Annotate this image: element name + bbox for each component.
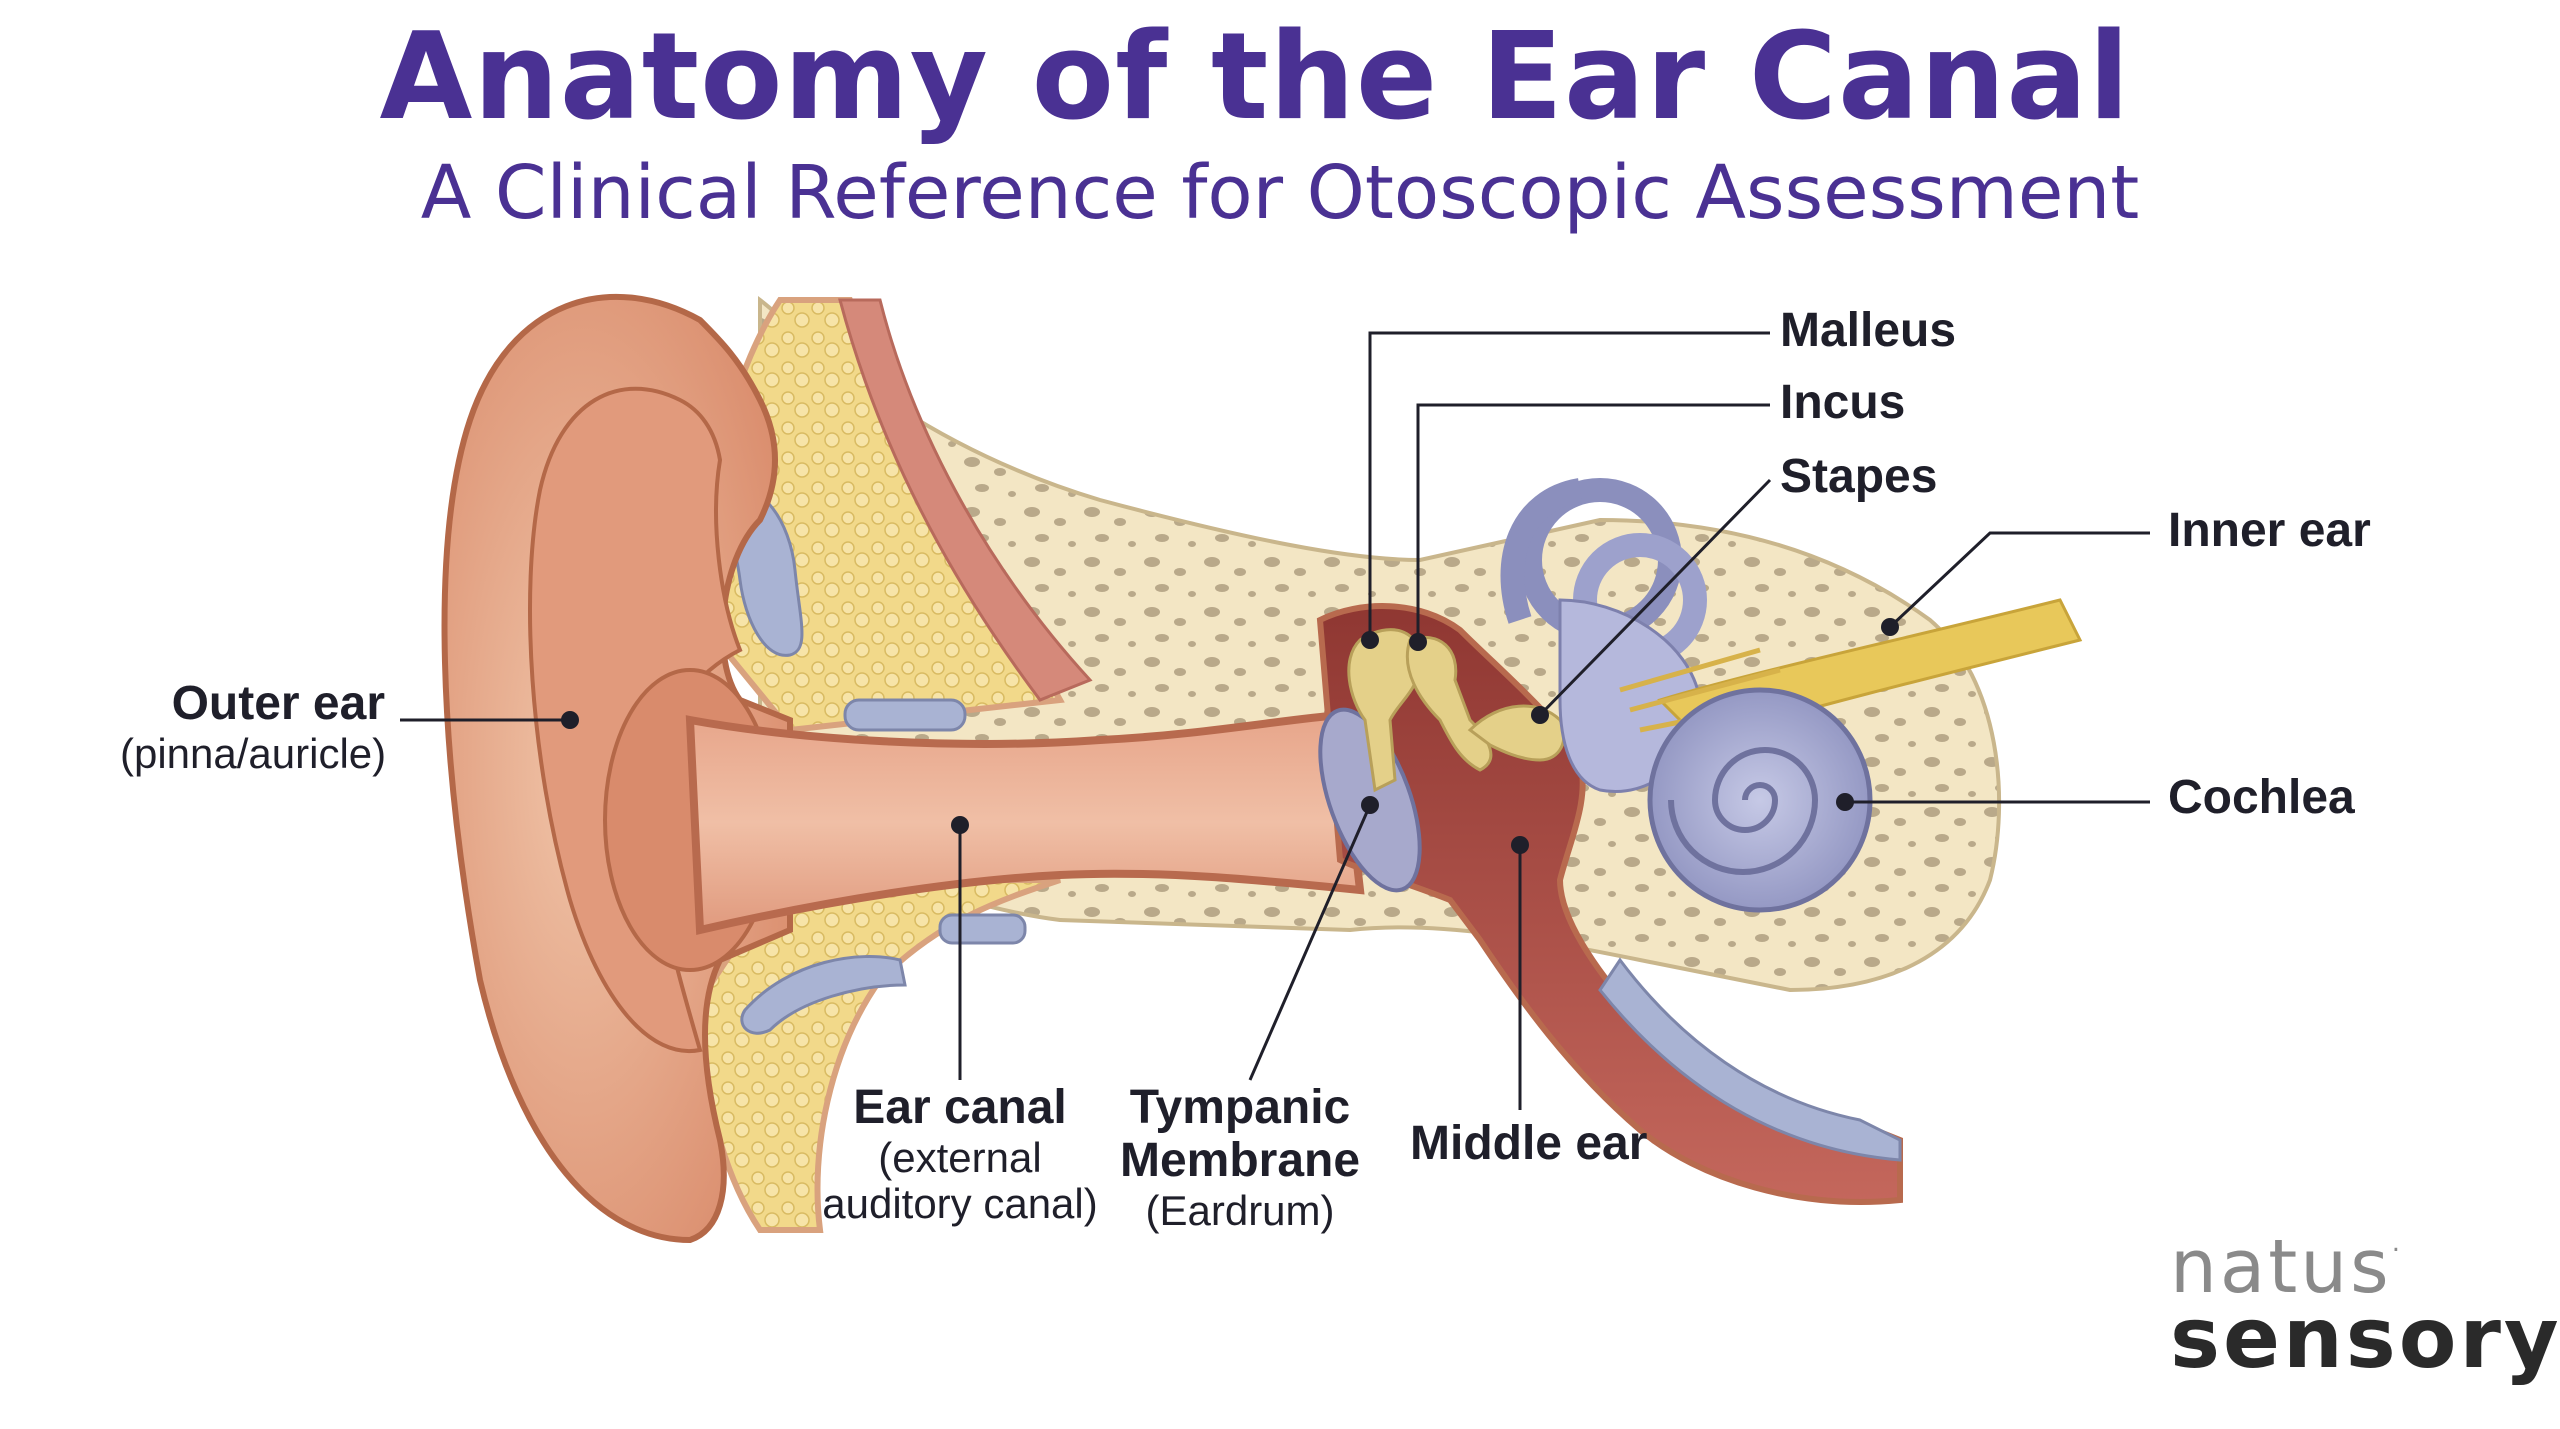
- label-stapes: Stapes: [1780, 450, 1938, 504]
- page-subtitle: A Clinical Reference for Otoscopic Asses…: [420, 150, 2140, 236]
- label-tympanic-name-2: Membrane: [1119, 1133, 1361, 1187]
- label-ear-canal-detail-1: (external: [878, 1133, 1042, 1181]
- label-cochlea: Cochlea: [2168, 771, 2355, 825]
- label-tympanic-detail: (Eardrum): [1145, 1186, 1335, 1234]
- logo-word-natus: natus: [2170, 1224, 2392, 1310]
- malleus-bone: [1347, 628, 1422, 793]
- leader-dots: [561, 618, 1899, 854]
- logo-line-1: natus.: [2170, 1230, 2560, 1304]
- label-malleus-name: Malleus: [1780, 304, 1957, 357]
- muscle-band: [838, 298, 1093, 702]
- label-ear-canal-detail-2: auditory canal): [822, 1179, 1098, 1227]
- label-stapes-name: Stapes: [1780, 450, 1938, 503]
- label-middle-ear: Middle ear: [1410, 1117, 1648, 1171]
- label-incus: Incus: [1780, 376, 1906, 430]
- cartilage-3: [740, 955, 907, 1035]
- label-inner-ear: Inner ear: [2168, 504, 2371, 558]
- logo-mark: .: [2391, 1228, 2403, 1258]
- label-middle-ear-name: Middle ear: [1410, 1117, 1648, 1170]
- label-outer-ear-detail: (pinna/auricle): [120, 729, 387, 777]
- label-tympanic-membrane: Tympanic Membrane (Eardrum): [1110, 1081, 1370, 1234]
- cartilage-2: [843, 698, 967, 732]
- logo-line-2: sensory: [2170, 1289, 2560, 1387]
- eustachian-tube: [1598, 957, 1902, 1162]
- ear-canal: [685, 710, 1365, 935]
- natus-sensory-logo: natus. sensory: [2170, 1230, 2560, 1380]
- label-outer-ear-name: Outer ear: [171, 677, 385, 730]
- label-ear-canal-name: Ear canal: [853, 1081, 1067, 1134]
- label-inner-ear-name: Inner ear: [2168, 504, 2371, 557]
- label-incus-name: Incus: [1780, 376, 1906, 429]
- label-ear-canal: Ear canal (external auditory canal): [800, 1081, 1120, 1227]
- incus-bone: [1405, 635, 1493, 772]
- label-outer-ear: Outer ear (pinna/auricle): [120, 677, 387, 777]
- label-cochlea-name: Cochlea: [2168, 771, 2355, 824]
- cartilage-4: [938, 913, 1027, 945]
- leader-lines: [400, 331, 2150, 1110]
- page-title: Anatomy of the Ear Canal: [379, 8, 2131, 147]
- cochlea-spiral: [1668, 747, 1819, 875]
- label-tympanic-name-1: Tympanic: [1129, 1081, 1351, 1134]
- cochlea-shell: [1647, 687, 1873, 913]
- label-malleus: Malleus: [1780, 304, 1957, 358]
